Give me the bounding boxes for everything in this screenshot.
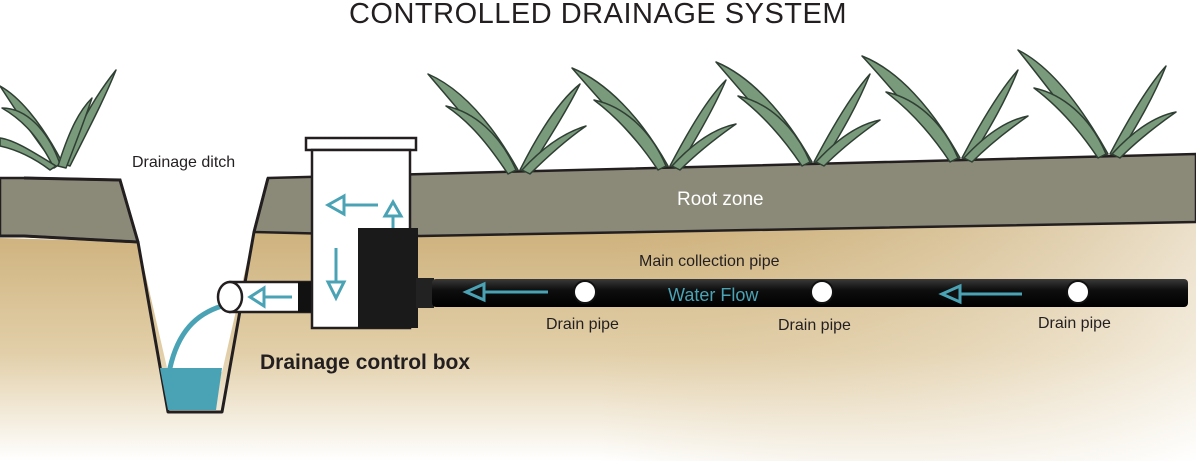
drainage-control-box	[304, 136, 434, 330]
drain-pipe-label-1: Drain pipe	[546, 316, 619, 333]
drainage-ditch	[0, 177, 270, 414]
outlet-flow-arrow	[247, 285, 292, 309]
pipe-flow-arrow-2	[938, 283, 1022, 305]
pipe-flow-arrow-1	[462, 281, 548, 303]
box-arrow-down	[325, 248, 347, 302]
ditch-water	[160, 368, 222, 410]
diagram-title: CONTROLLED DRAINAGE SYSTEM	[348, 0, 848, 30]
grass-plants	[0, 49, 1177, 175]
drain-pipe-label-2: Drain pipe	[778, 317, 851, 334]
drain-pipe-opening-1	[573, 280, 597, 304]
drain-pipe-opening-3	[1066, 280, 1090, 304]
drain-pipe-label-3: Drain pipe	[1038, 315, 1111, 332]
outlet-stream	[167, 303, 225, 371]
main-collection-pipe-label: Main collection pipe	[639, 253, 780, 270]
water-flow-label: Water Flow	[668, 285, 759, 305]
drain-pipe-opening-2	[810, 280, 834, 304]
drainage-ditch-label: Drainage ditch	[132, 154, 236, 171]
drainage-control-box-label: Drainage control box	[260, 351, 471, 374]
box-arrow-left	[324, 193, 378, 217]
root-zone-label: Root zone	[677, 189, 764, 210]
box-arrow-up	[382, 198, 404, 228]
main-collection-pipe	[432, 279, 1188, 307]
root-zone-left	[0, 176, 140, 244]
